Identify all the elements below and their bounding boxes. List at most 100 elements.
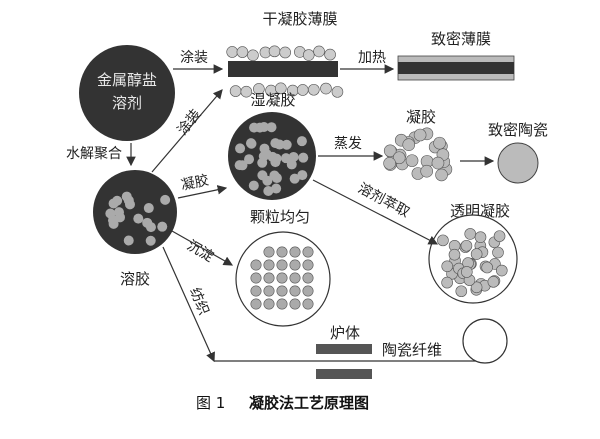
uniform-particle <box>303 247 313 257</box>
uniform-particle <box>264 247 274 257</box>
transparent-gel-particle <box>492 247 503 258</box>
gel-particle <box>384 157 396 169</box>
uniform-particles-node <box>236 232 330 326</box>
gel-particle <box>421 165 433 177</box>
uniform-particle <box>290 260 300 270</box>
sol-particle <box>146 222 156 232</box>
film-particle <box>303 50 314 61</box>
uniform-particle <box>277 260 287 270</box>
wet-gel-particle <box>235 143 245 153</box>
uniform-particle <box>290 247 300 257</box>
transparent-gel-particle <box>456 286 467 297</box>
transparent-gel-particle <box>471 249 482 260</box>
gel-node <box>384 128 452 181</box>
sol-particle <box>133 214 143 224</box>
wet-gel-particle <box>270 138 280 148</box>
figure-number: 图 1 <box>196 394 225 412</box>
transparent-gel-particle <box>496 265 507 276</box>
uniform-particle <box>264 299 274 309</box>
transparent-gel-particle <box>442 277 453 288</box>
uniform-particle <box>290 299 300 309</box>
furnace-bottom <box>316 369 372 379</box>
film-particle <box>269 46 280 57</box>
uniform-particle <box>290 286 300 296</box>
edge-label-gelation: 凝胶 <box>179 171 210 193</box>
film-particle <box>325 49 336 60</box>
edge-label-solvent-extract: 溶剂萃取 <box>355 180 412 220</box>
wet-gel-particle <box>237 160 247 170</box>
dense-ceramic-node <box>498 143 538 183</box>
uniform-particle <box>251 299 261 309</box>
uniform-particle <box>264 260 274 270</box>
film-particle <box>230 86 241 97</box>
wet-gel-label: 湿凝胶 <box>250 91 295 109</box>
dense-film-node <box>398 56 514 80</box>
uniform-particle <box>277 247 287 257</box>
film-particle <box>320 83 331 94</box>
film-particle <box>308 84 319 95</box>
wet-gel-particle <box>298 153 308 163</box>
wet-gel-particle <box>246 138 256 148</box>
uniform-particle <box>277 273 287 283</box>
sol-label: 溶胶 <box>120 270 150 288</box>
transparent-gel-particle <box>461 240 472 251</box>
wet-gel-particle <box>257 158 267 168</box>
dry-gel-film-label: 干凝胶薄膜 <box>262 10 337 28</box>
uniform-particle <box>277 286 287 296</box>
edge-label-precipitate: 沉淀 <box>184 238 216 266</box>
uniform-particle <box>303 260 313 270</box>
film-particle <box>314 46 325 57</box>
transparent-gel-node <box>429 215 517 303</box>
uniform-particle <box>303 286 313 296</box>
wet-gel-particle <box>249 181 259 191</box>
transparent-gel-particle <box>449 249 460 260</box>
gel-particle <box>406 155 418 167</box>
wet-gel-particle <box>259 122 269 132</box>
wet-gel-particle <box>268 152 278 162</box>
uniform-particles-label: 颗粒均匀 <box>250 208 310 226</box>
edge-label-coat-top: 涂装 <box>180 50 208 66</box>
ceramic-fiber-label: 陶瓷纤维 <box>382 341 442 359</box>
transparent-gel-particle <box>442 261 453 272</box>
uniform-particle <box>303 273 313 283</box>
gel-particle <box>403 139 415 151</box>
figure-caption: 凝胶法工艺原理图 <box>249 394 369 412</box>
sol-particle <box>146 236 156 246</box>
alkoxide-label: 金属醇盐 <box>97 71 157 89</box>
sol-particle <box>122 192 132 202</box>
sol-particle <box>109 198 119 208</box>
film-particle <box>227 46 238 57</box>
edge-label-evaporate: 蒸发 <box>334 136 362 152</box>
solvent-label: 溶剂 <box>112 94 142 112</box>
transparent-gel-particle <box>475 232 486 243</box>
film-particle <box>332 86 343 97</box>
film-particle <box>280 47 291 58</box>
wet-gel-particle <box>259 144 269 154</box>
film-particle <box>237 47 248 58</box>
sol-particle <box>144 203 154 213</box>
edge-label-coat-sol: 涂装 <box>175 107 205 139</box>
uniform-particle <box>251 260 261 270</box>
transparent-gel-particle <box>437 235 448 246</box>
wet-gel-particle <box>269 170 279 180</box>
uniform-particle <box>290 273 300 283</box>
transparent-gel-particle <box>488 276 499 287</box>
uniform-particle <box>251 273 261 283</box>
dry-gel-film-node <box>227 46 343 98</box>
sol-node <box>93 170 177 254</box>
edge-label-spin: 纺织 <box>186 286 211 318</box>
wet-gel-particle <box>287 159 297 169</box>
wet-gel-particle <box>249 123 259 133</box>
alkoxide-solution-node <box>79 45 175 141</box>
gel-particle <box>434 137 446 149</box>
dense-film-label: 致密薄膜 <box>431 30 491 48</box>
gel-label: 凝胶 <box>406 108 436 126</box>
sol-particle <box>160 195 170 205</box>
sol-particle <box>124 235 134 245</box>
edge-label-heat: 加热 <box>358 50 386 66</box>
sol-particle <box>115 212 125 222</box>
film-particle <box>247 50 258 61</box>
transparent-gel-particle <box>461 266 472 277</box>
